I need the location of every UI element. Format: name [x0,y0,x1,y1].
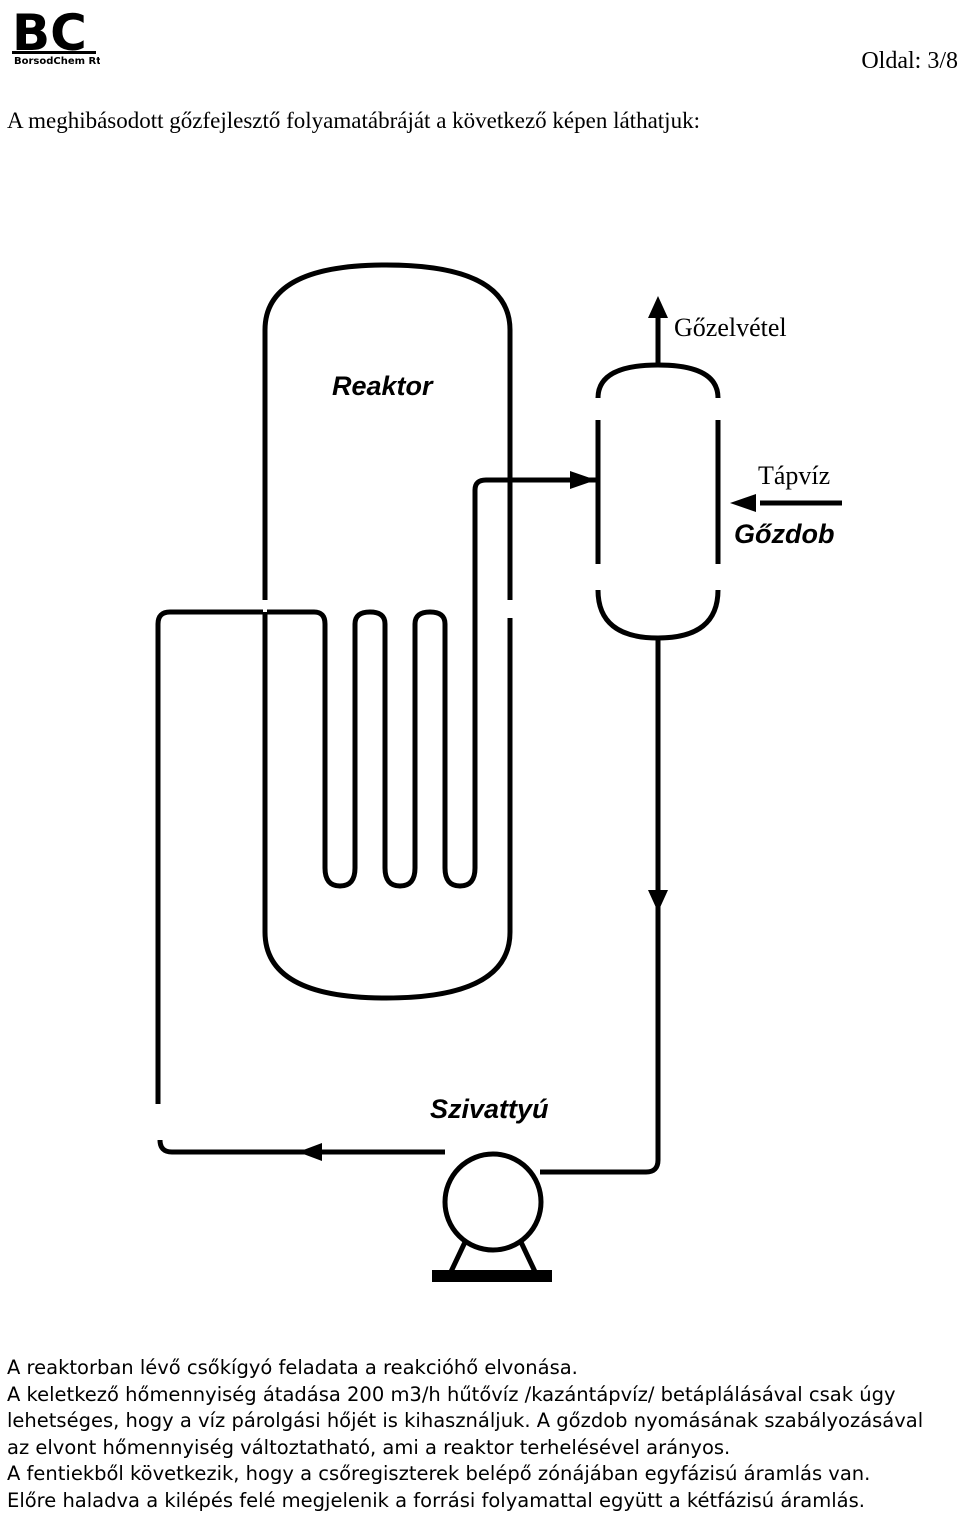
steam-outlet-label: Gőzelvétel [674,313,787,342]
steam-arrow-icon [648,296,668,318]
steam-drum-bottom [595,589,721,641]
body-line: az elvont hőmennyiség változtatható, ami… [7,1435,731,1459]
reactor-vessel [262,262,513,600]
body-line: A reaktorban lévő csőkígyó feladata a re… [7,1356,578,1379]
body-line: Előre haladva a kilépés felé megjelenik … [7,1488,865,1512]
logo-company: BorsodChem Rt. [14,56,100,66]
steam-drum-label: Gőzdob [734,519,834,549]
reactor-coil [267,477,508,889]
reactor-label: Reaktor [332,371,434,401]
pump-base [432,1270,552,1282]
pump-label: Szivattyú [430,1094,549,1124]
steam-drum-top [595,362,721,399]
body-text: A reaktorban lévő csőkígyó feladata a re… [7,1355,957,1514]
pump-discharge-pipe [157,1139,445,1155]
discharge-arrow-icon [298,1143,322,1161]
reactor-vessel-bottom [262,612,513,1001]
company-logo: BC BorsodChem Rt. [12,4,100,66]
page-number: Oldal: 3/8 [861,48,958,74]
body-line: lehetséges, hogy a víz párolgási hőjét i… [7,1409,924,1432]
downcomer-pipe [540,638,661,1175]
feedwater-label: Tápvíz [758,461,830,490]
body-line: A keletkező hőmennyiség átadása 200 m3/h… [7,1382,896,1406]
body-line: A fentiekből következik, hogy a csőregis… [7,1462,871,1485]
intro-text: A meghibásodott gőzfejlesztő folyamatábr… [7,108,700,133]
pump-casing [442,1151,544,1253]
downcomer-arrow-icon [648,890,668,912]
feedwater-arrow-icon [730,494,756,512]
coil-inlet-pipe [155,609,263,1104]
coil-outlet-arrow-icon [570,471,596,489]
